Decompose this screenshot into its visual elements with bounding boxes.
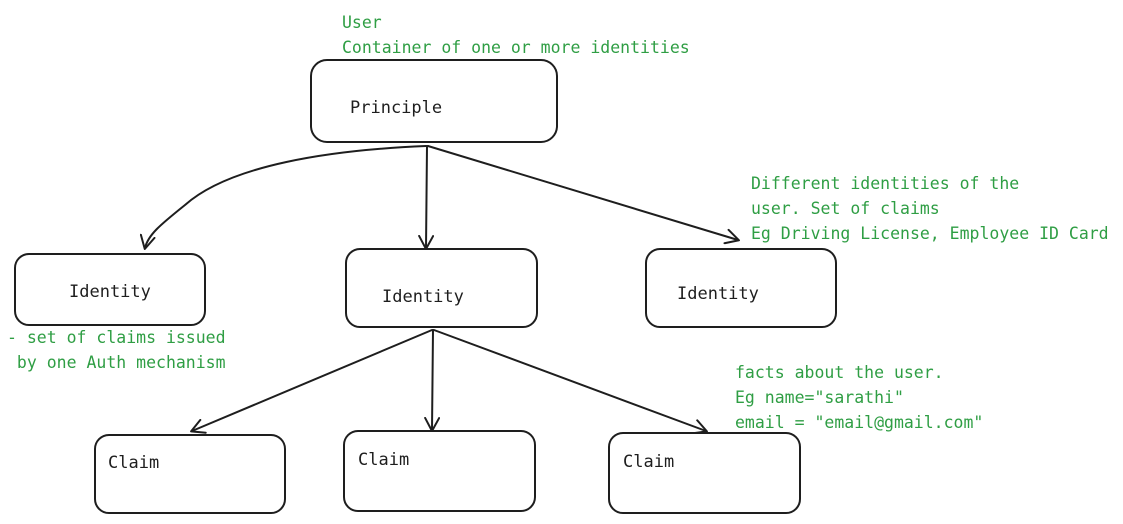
identity-right-label: Identity [677,284,759,304]
claim-node-left[interactable]: Claim [94,434,286,514]
edge-principle-identity-left [139,145,427,250]
identities-note-line-1: Different identities of the [751,174,1019,193]
claim-node-center[interactable]: Claim [343,430,536,512]
edge-identity-claim-right [433,329,708,435]
principle-label: Principle [350,98,442,118]
identity-node-left[interactable]: Identity [14,253,206,326]
principle-note-line-2: Container of one or more identities [342,38,690,57]
claims-annotation: facts about the user. Eg name="sarathi" … [735,363,983,432]
claim-right-label: Claim [623,452,674,472]
claim-center-label: Claim [358,450,409,470]
identities-note-line-2: user. Set of claims [751,199,940,218]
edge-principle-identity-center [418,145,435,250]
identities-note-line-3: Eg Driving License, Employee ID Card [751,224,1109,243]
claims-note-line-3: email = "email@gmail.com" [735,413,983,432]
edge-identity-claim-left [190,329,433,434]
identity-note-line-1: - set of claims issued [7,328,226,347]
principle-node[interactable]: Principle [310,59,558,143]
claim-left-label: Claim [108,453,159,473]
claims-note-line-1: facts about the user. [735,363,944,382]
claims-note-line-2: Eg name="sarathi" [735,388,904,407]
identity-node-right[interactable]: Identity [645,248,837,328]
principle-note-line-1: User [342,13,382,32]
principle-annotation: User Container of one or more identities [342,13,690,57]
identity-annotation: - set of claims issued by one Auth mecha… [7,328,226,372]
edge-principle-identity-right [427,145,740,245]
identity-center-label: Identity [382,287,464,307]
identity-left-label: Identity [69,282,151,302]
identity-note-line-2: by one Auth mechanism [7,353,226,372]
identity-node-center[interactable]: Identity [345,248,538,328]
edge-identity-claim-center [424,329,441,432]
identities-annotation: Different identities of the user. Set of… [751,174,1109,243]
claim-node-right[interactable]: Claim [608,432,801,514]
